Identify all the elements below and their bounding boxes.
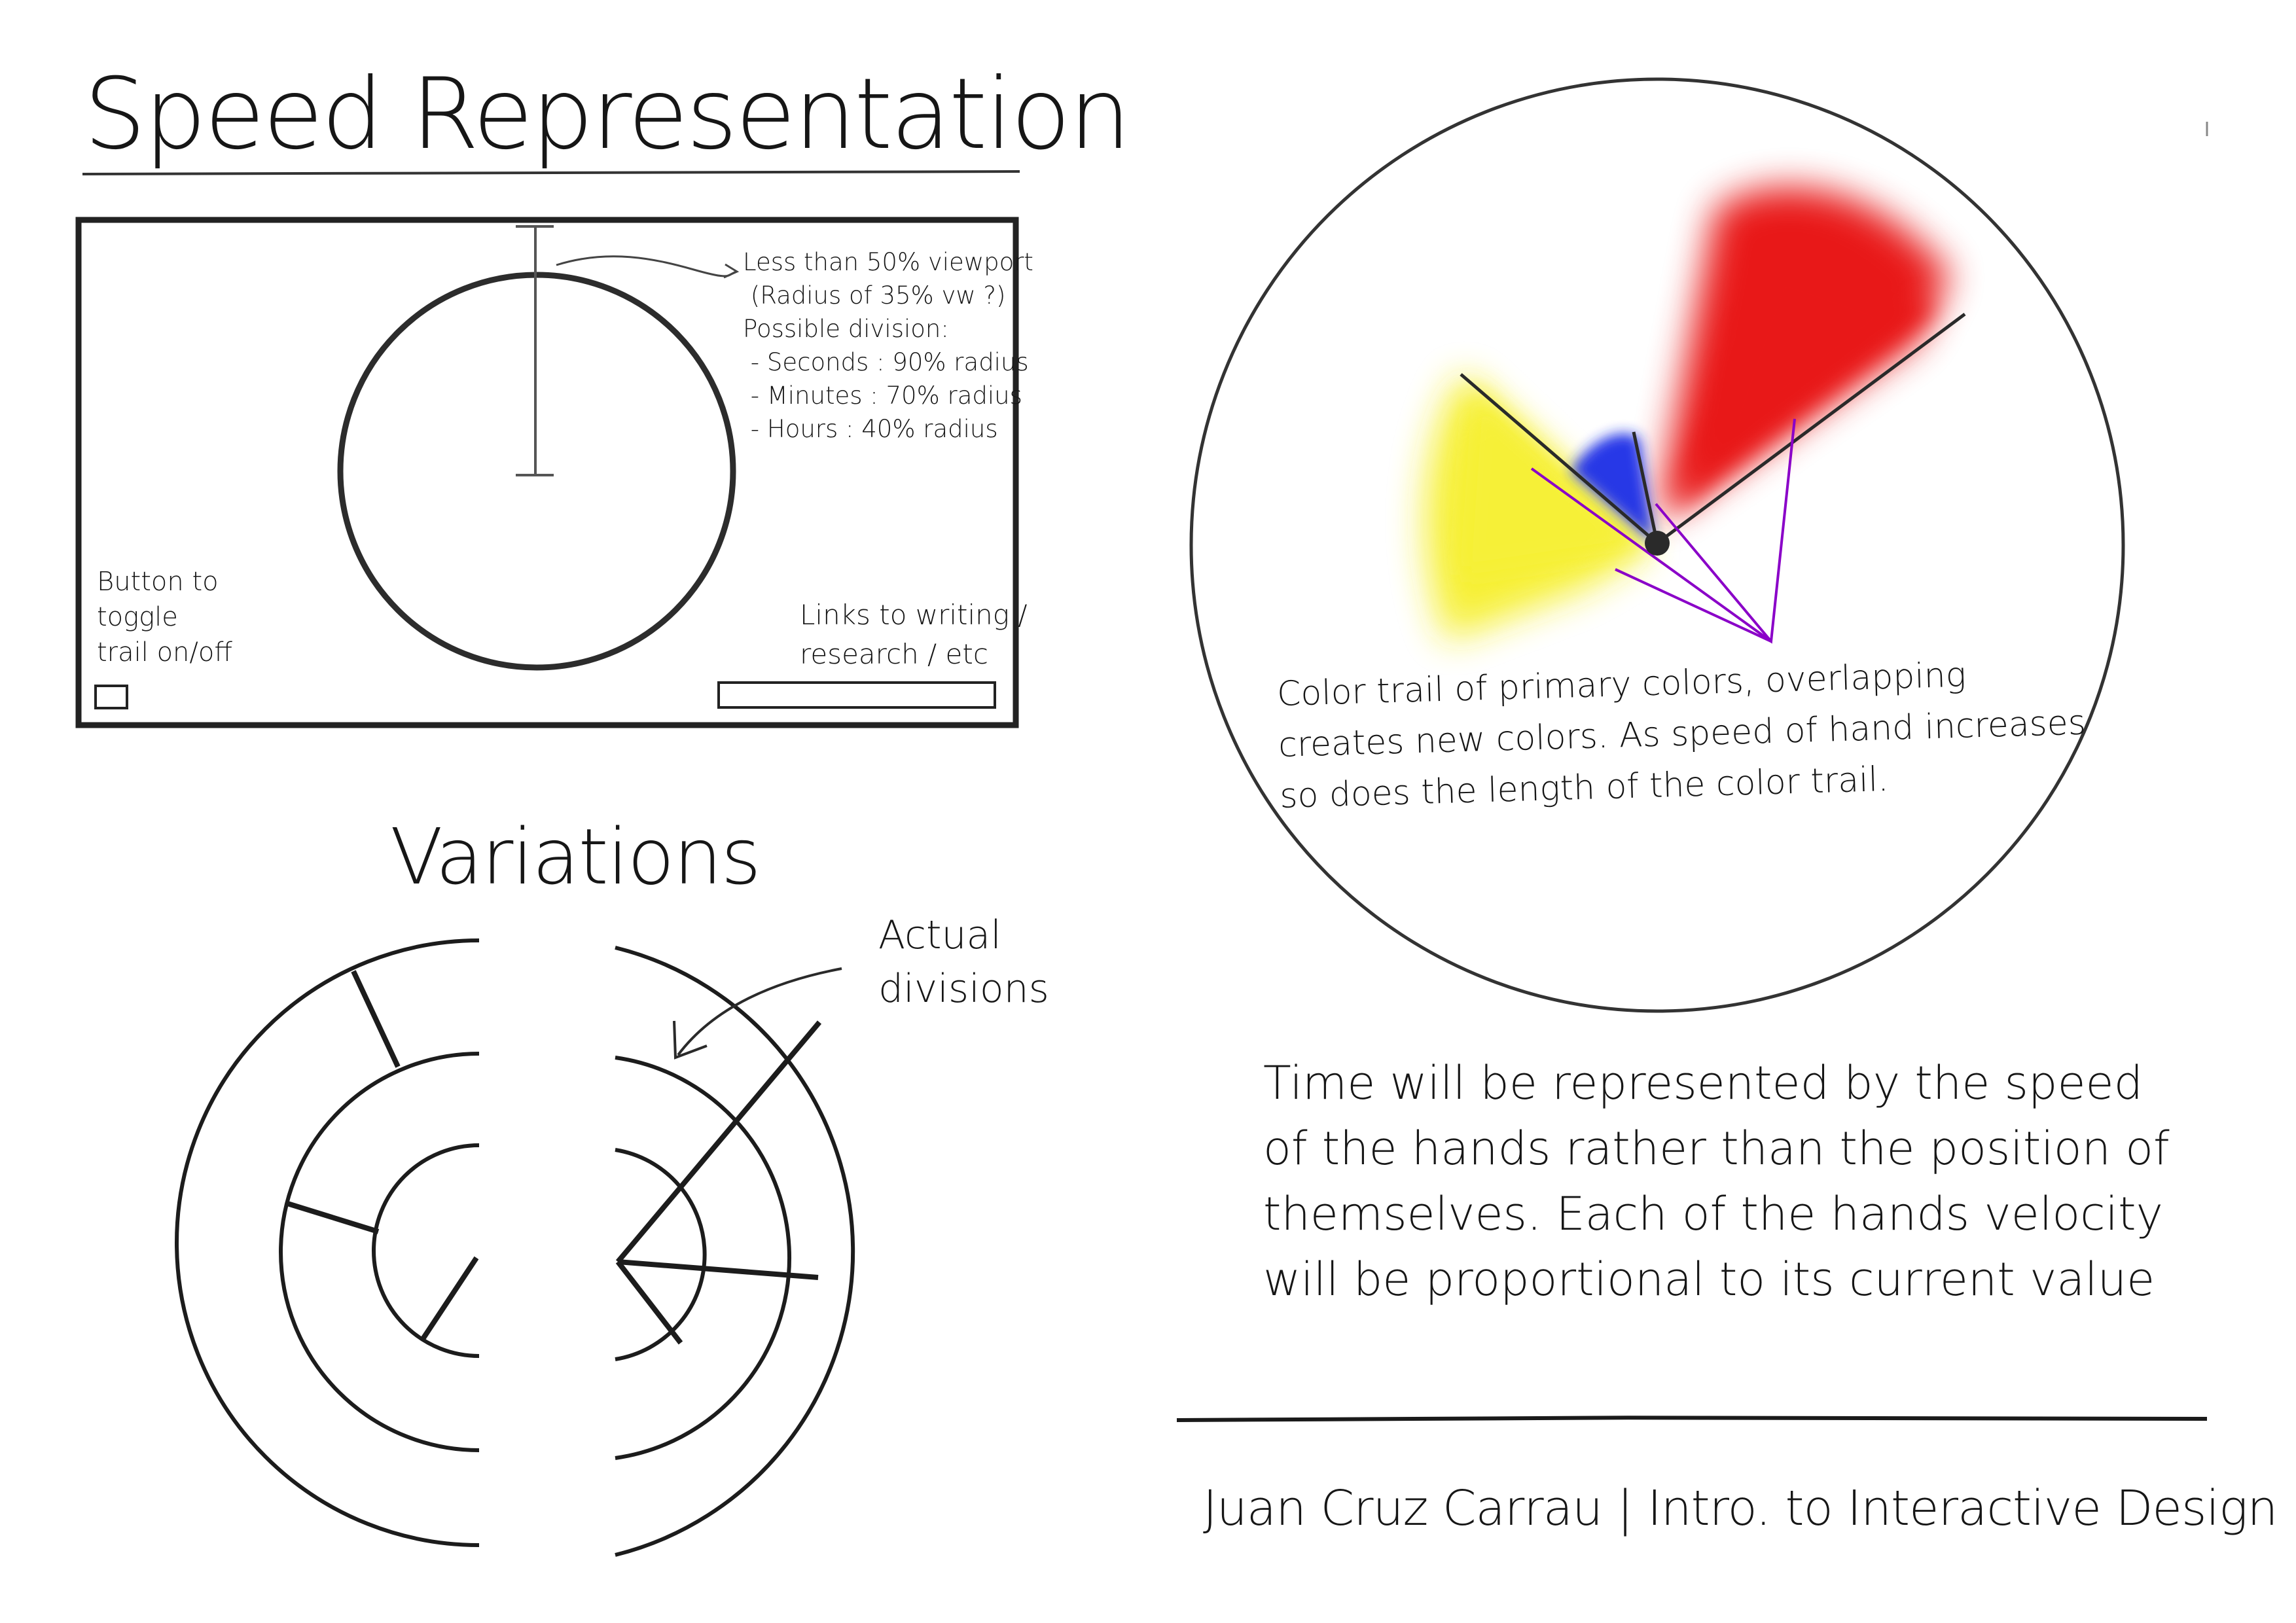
actual-divisions-arrow [673,967,842,1060]
clock-center-dot [1645,531,1670,556]
yellow-trail [1425,373,1653,641]
wireframe-frame [75,217,1019,728]
color-trail-circle [1189,77,2125,1013]
color-trail-caption: Color trail of primary colors, overlappi… [1276,655,2087,816]
footer-credit: Juan Cruz Carrau | Intro. to Interactive… [1203,1480,2278,1537]
speed-indicator-lines [1530,418,1796,644]
title-underline [82,170,1020,175]
annotation-line: - Minutes : 70% radius [743,382,1022,410]
page-title: Speed Representation [84,58,1131,171]
radius-measure [516,225,554,476]
toggle-trail-button[interactable] [94,685,128,709]
wireframe-annotation: Less than 50% viewport (Radius of 35% vw… [743,245,1033,446]
red-trail [1656,187,1950,524]
blue-trail [1571,433,1654,543]
concept-description: Time will be represented by the speed of… [1263,1056,2170,1306]
footer-separator [1176,1415,2208,1422]
actual-divisions-label: Actual divisions [878,912,1049,1012]
variation-right-half [615,946,855,1557]
links-bar[interactable] [717,681,996,709]
annotation-line: - Seconds : 90% radius [743,348,1029,376]
links-note: Links to writing / research / etc [800,599,1028,670]
annotation-line: Possible division: [743,315,949,343]
toggle-button-note: Button to toggle trail on/off [97,567,232,668]
annotation-line: Less than 50% viewport [743,248,1033,276]
annotation-line: - Hours : 40% radius [743,415,998,443]
annotation-line: (Radius of 35% vw ?) [743,281,1006,310]
clock-hands [1460,312,1966,545]
annotation-arrow [556,255,740,279]
variation-left-half [175,938,480,1547]
variations-heading: Variations [390,812,761,902]
